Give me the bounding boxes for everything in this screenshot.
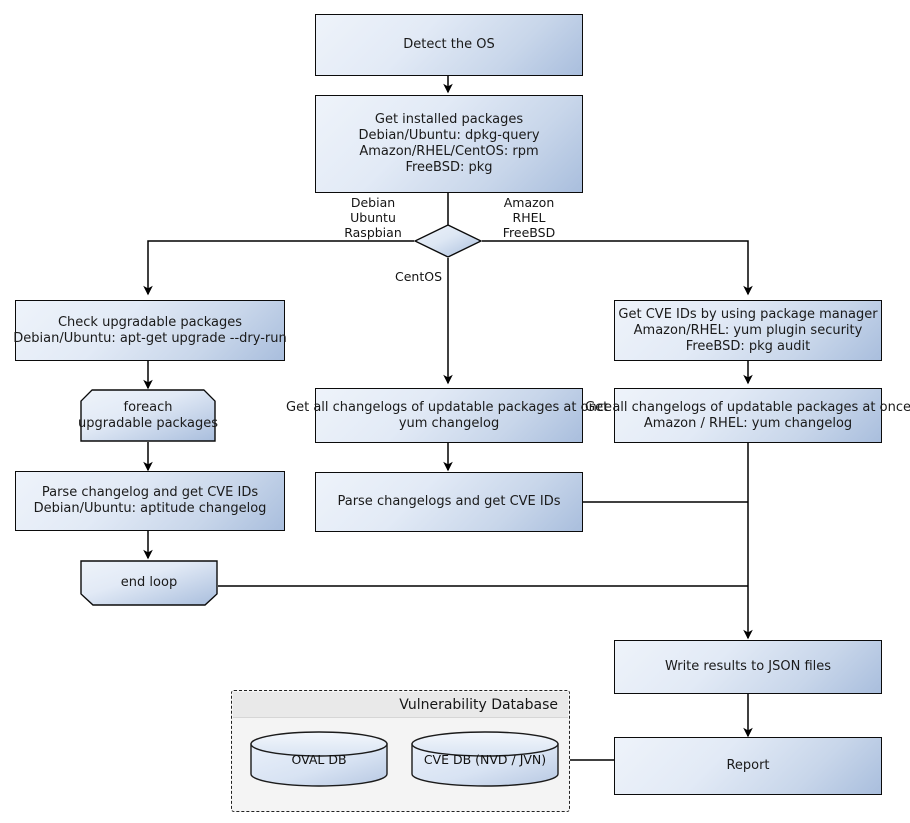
node-parse-changelogs-centos-label: Parse changelogs and get CVE IDs [337,494,561,509]
edge-label-left-line-3: Raspbian [344,225,402,240]
wire-decision-left [143,240,414,296]
edge-label-left-line-1: Debian [350,195,396,210]
node-changelogs-rhel-label: Get all changelogs of updatable packages… [585,400,910,432]
cylinder-shape-cve [411,731,559,787]
edge-label-right-line-1: Amazon [503,195,555,210]
node-detect-os[interactable]: Detect the OS [315,14,583,76]
edge-label-left-branch: Debian Ubuntu Raspbian [336,195,410,240]
line-2: Debian/Ubuntu: aptitude changelog [33,501,267,516]
node-check-upgradable-packages[interactable]: Check upgradable packages Debian/Ubuntu:… [13,300,287,361]
line-2: yum changelog [398,415,500,431]
node-changelogs-rhel[interactable]: Get all changelogs of updatable packages… [585,388,910,443]
line-2: Amazon/RHEL: yum plugin security [633,322,863,338]
line-1: Get all changelogs of updatable packages… [286,399,612,415]
node-report-label: Report [726,758,770,773]
line-1: Get installed packages [374,112,524,127]
node-write-results-json[interactable]: Write results to JSON files [614,640,882,694]
cylinder-shape-oval [250,731,388,787]
line-3: Amazon/RHEL/CentOS: rpm [359,144,539,159]
edge-label-right-branch: Amazon RHEL FreeBSD [490,195,568,240]
line-1: Parse changelog and get CVE IDs [41,485,259,500]
line-1: Get all changelogs of updatable packages… [585,399,910,415]
node-parse-changelogs-centos[interactable]: Parse changelogs and get CVE IDs [315,472,583,532]
edge-label-down-branch: CentOS [394,269,442,284]
node-check-upgradable-packages-label: Check upgradable packages Debian/Ubuntu:… [13,315,286,347]
edge-label-right-line-3: FreeBSD [502,225,556,240]
loop-end-shape [80,560,218,606]
node-foreach-upgradable-packages[interactable]: foreach upgradable packages [78,389,218,442]
edge-label-right-line-2: RHEL [512,210,546,225]
node-parse-changelog-debian-label: Parse changelog and get CVE IDs Debian/U… [34,485,267,517]
node-parse-changelog-debian[interactable]: Parse changelog and get CVE IDs Debian/U… [15,471,285,531]
node-foreach-label: foreach upgradable packages [78,400,218,432]
node-get-installed-packages[interactable]: Get installed packages Debian/Ubuntu: dp… [315,95,583,193]
db-oval[interactable]: OVAL DB [249,731,389,787]
diamond-shape [413,224,483,258]
db-cve-label: CVE DB (NVD / JVN) [423,751,547,767]
line-2: Amazon / RHEL: yum changelog [643,415,853,431]
node-changelogs-centos[interactable]: Get all changelogs of updatable packages… [286,388,612,443]
line-1: Get CVE IDs by using package manager [618,306,878,322]
node-changelogs-centos-label: Get all changelogs of updatable packages… [286,400,612,432]
node-get-installed-packages-label: Get installed packages Debian/Ubuntu: dp… [358,112,539,176]
line-2: upgradable packages [78,415,218,431]
line-3: FreeBSD: pkg audit [685,338,811,354]
node-get-cve-package-manager[interactable]: Get CVE IDs by using package manager Ama… [614,300,882,361]
db-oval-label: OVAL DB [291,751,347,767]
line-2: Debian/Ubuntu: apt-get upgrade --dry-run [13,330,287,346]
wire-decision-right [482,240,753,296]
line-1: foreach [123,399,173,415]
node-write-results-json-label: Write results to JSON files [664,659,832,674]
loop-start-shape [80,389,216,442]
node-detect-os-label: Detect the OS [403,37,495,52]
vulnerability-database-title: Vulnerability Database [399,696,558,713]
node-report[interactable]: Report [614,737,882,795]
node-end-loop-label: end loop [120,575,178,590]
db-cve[interactable]: CVE DB (NVD / JVN) [410,731,560,787]
node-os-decision-diamond[interactable] [413,224,483,258]
line-2: Debian/Ubuntu: dpkg-query [358,128,540,143]
line-1: Check upgradable packages [57,314,243,330]
edge-label-left-line-2: Ubuntu [350,210,396,225]
line-4: FreeBSD: pkg [405,160,493,175]
vulnerability-database-group-header: Vulnerability Database [233,692,568,718]
node-end-loop[interactable]: end loop [80,560,218,606]
node-get-cve-package-manager-label: Get CVE IDs by using package manager Ama… [618,307,877,355]
